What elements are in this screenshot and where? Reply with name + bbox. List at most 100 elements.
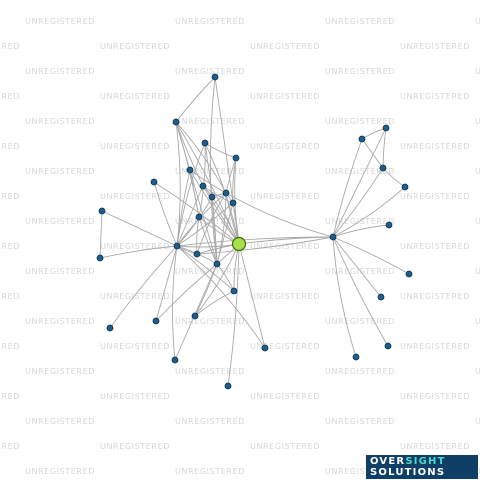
graph-node[interactable] bbox=[195, 213, 203, 221]
graph-node[interactable] bbox=[379, 164, 387, 172]
graph-edge bbox=[153, 181, 178, 247]
graph-node[interactable] bbox=[211, 73, 219, 81]
graph-node[interactable] bbox=[384, 342, 392, 350]
graph-node[interactable] bbox=[382, 124, 390, 132]
graph-edge bbox=[172, 245, 178, 361]
watermark-text: UNREGISTERED bbox=[325, 417, 395, 426]
watermark-text: UNREGISTERED bbox=[100, 442, 170, 451]
watermark-text: UNREGISTERED bbox=[25, 167, 95, 176]
graph-node[interactable] bbox=[385, 221, 393, 229]
focus-node[interactable] bbox=[231, 236, 247, 252]
watermark-text: UNREGISTERED bbox=[475, 167, 480, 176]
graph-node[interactable] bbox=[193, 250, 201, 258]
graph-edge bbox=[176, 236, 334, 247]
graph-node[interactable] bbox=[352, 353, 360, 361]
graph-edge bbox=[361, 127, 387, 140]
graph-edge bbox=[155, 263, 218, 322]
graph-node[interactable] bbox=[358, 135, 366, 143]
graph-node[interactable] bbox=[224, 382, 232, 390]
watermark-text: UNREGISTERED bbox=[175, 17, 245, 26]
graph-edge bbox=[176, 245, 235, 292]
watermark-text: UNREGISTERED bbox=[400, 242, 470, 251]
graph-node[interactable] bbox=[222, 189, 230, 197]
graph-node[interactable] bbox=[171, 356, 179, 364]
graph-edge bbox=[189, 169, 227, 194]
watermark-text: UNREGISTERED bbox=[325, 17, 395, 26]
graph-edge bbox=[227, 243, 240, 387]
graph-edge bbox=[209, 76, 218, 265]
watermark-text: UNREGISTERED bbox=[25, 267, 95, 276]
watermark-text: UNREGISTERED bbox=[25, 117, 95, 126]
graph-edge bbox=[332, 127, 387, 238]
graph-edge bbox=[175, 121, 227, 194]
graph-edge bbox=[99, 210, 103, 259]
graph-node[interactable] bbox=[232, 154, 240, 162]
graph-node[interactable] bbox=[229, 199, 237, 207]
watermark-text: UNREGISTERED bbox=[475, 317, 480, 326]
graph-edge bbox=[196, 236, 334, 255]
graph-edge bbox=[332, 138, 363, 238]
watermark-text: UNREGISTERED bbox=[250, 392, 320, 401]
watermark-text: UNREGISTERED bbox=[475, 367, 480, 376]
watermark-text: UNREGISTERED bbox=[175, 467, 245, 476]
graph-edge bbox=[194, 243, 240, 317]
watermark-text: UNREGISTERED bbox=[475, 117, 480, 126]
logo-text-over: OVER bbox=[370, 456, 406, 467]
watermark-text: UNREGISTERED bbox=[475, 217, 480, 226]
graph-edge bbox=[225, 192, 334, 238]
watermark-text: UNREGISTERED bbox=[175, 167, 245, 176]
watermark-text: UNREGISTERED bbox=[325, 467, 395, 476]
graph-node[interactable] bbox=[172, 118, 180, 126]
graph-node[interactable] bbox=[199, 182, 207, 190]
graph-node[interactable] bbox=[96, 254, 104, 262]
graph-edge bbox=[194, 290, 235, 317]
graph-node[interactable] bbox=[98, 207, 106, 215]
graph-edge bbox=[211, 196, 218, 265]
graph-node[interactable] bbox=[186, 166, 194, 174]
graph-edge bbox=[216, 202, 234, 265]
watermark-text: UNREGISTERED bbox=[400, 392, 470, 401]
graph-node[interactable] bbox=[329, 233, 337, 241]
graph-edge bbox=[332, 186, 406, 238]
watermark-text: UNREGISTERED bbox=[250, 142, 320, 151]
graph-edge bbox=[232, 157, 237, 204]
graph-node[interactable] bbox=[405, 270, 413, 278]
watermark-text: UNREGISTERED bbox=[100, 242, 170, 251]
watermark-text: UNREGISTERED bbox=[175, 417, 245, 426]
watermark-text: UNREGISTERED bbox=[100, 92, 170, 101]
watermark-text: UNREGISTERED bbox=[25, 417, 95, 426]
graph-node[interactable] bbox=[213, 260, 221, 268]
graph-edge bbox=[238, 243, 266, 349]
watermark-text: UNREGISTERED bbox=[25, 67, 95, 76]
graph-edge bbox=[176, 185, 204, 247]
graph-node[interactable] bbox=[377, 293, 385, 301]
watermark-text: UNREGISTERED bbox=[175, 317, 245, 326]
watermark-text: UNREGISTERED bbox=[475, 417, 480, 426]
watermark-text: UNREGISTERED bbox=[325, 267, 395, 276]
graph-node[interactable] bbox=[152, 317, 160, 325]
watermark-text: UNREGISTERED bbox=[0, 42, 20, 51]
watermark-text: UNREGISTERED bbox=[100, 142, 170, 151]
graph-edge bbox=[99, 245, 178, 259]
graph-node[interactable] bbox=[106, 324, 114, 332]
graph-node[interactable] bbox=[191, 312, 199, 320]
graph-edge bbox=[175, 121, 218, 265]
watermark-text: UNREGISTERED bbox=[25, 317, 95, 326]
graph-edge bbox=[332, 236, 410, 275]
watermark-text: UNREGISTERED bbox=[0, 242, 20, 251]
graph-edge bbox=[216, 192, 227, 265]
watermark-text: UNREGISTERED bbox=[100, 292, 170, 301]
graph-edge bbox=[332, 236, 357, 358]
graph-node[interactable] bbox=[150, 178, 158, 186]
graph-node[interactable] bbox=[401, 183, 409, 191]
graph-node[interactable] bbox=[173, 242, 181, 250]
graph-node[interactable] bbox=[201, 139, 209, 147]
graph-edge bbox=[198, 216, 218, 265]
graph-edge bbox=[332, 224, 390, 238]
graph-node[interactable] bbox=[230, 287, 238, 295]
watermark-layer: UNREGISTERED UNREGISTERED UNREGISTERED UNRE… bbox=[0, 17, 480, 476]
graph-node[interactable] bbox=[261, 344, 269, 352]
graph-node[interactable] bbox=[208, 193, 216, 201]
watermark-text: UNREGISTERED bbox=[250, 92, 320, 101]
watermark-text: UNREGISTERED bbox=[325, 317, 395, 326]
